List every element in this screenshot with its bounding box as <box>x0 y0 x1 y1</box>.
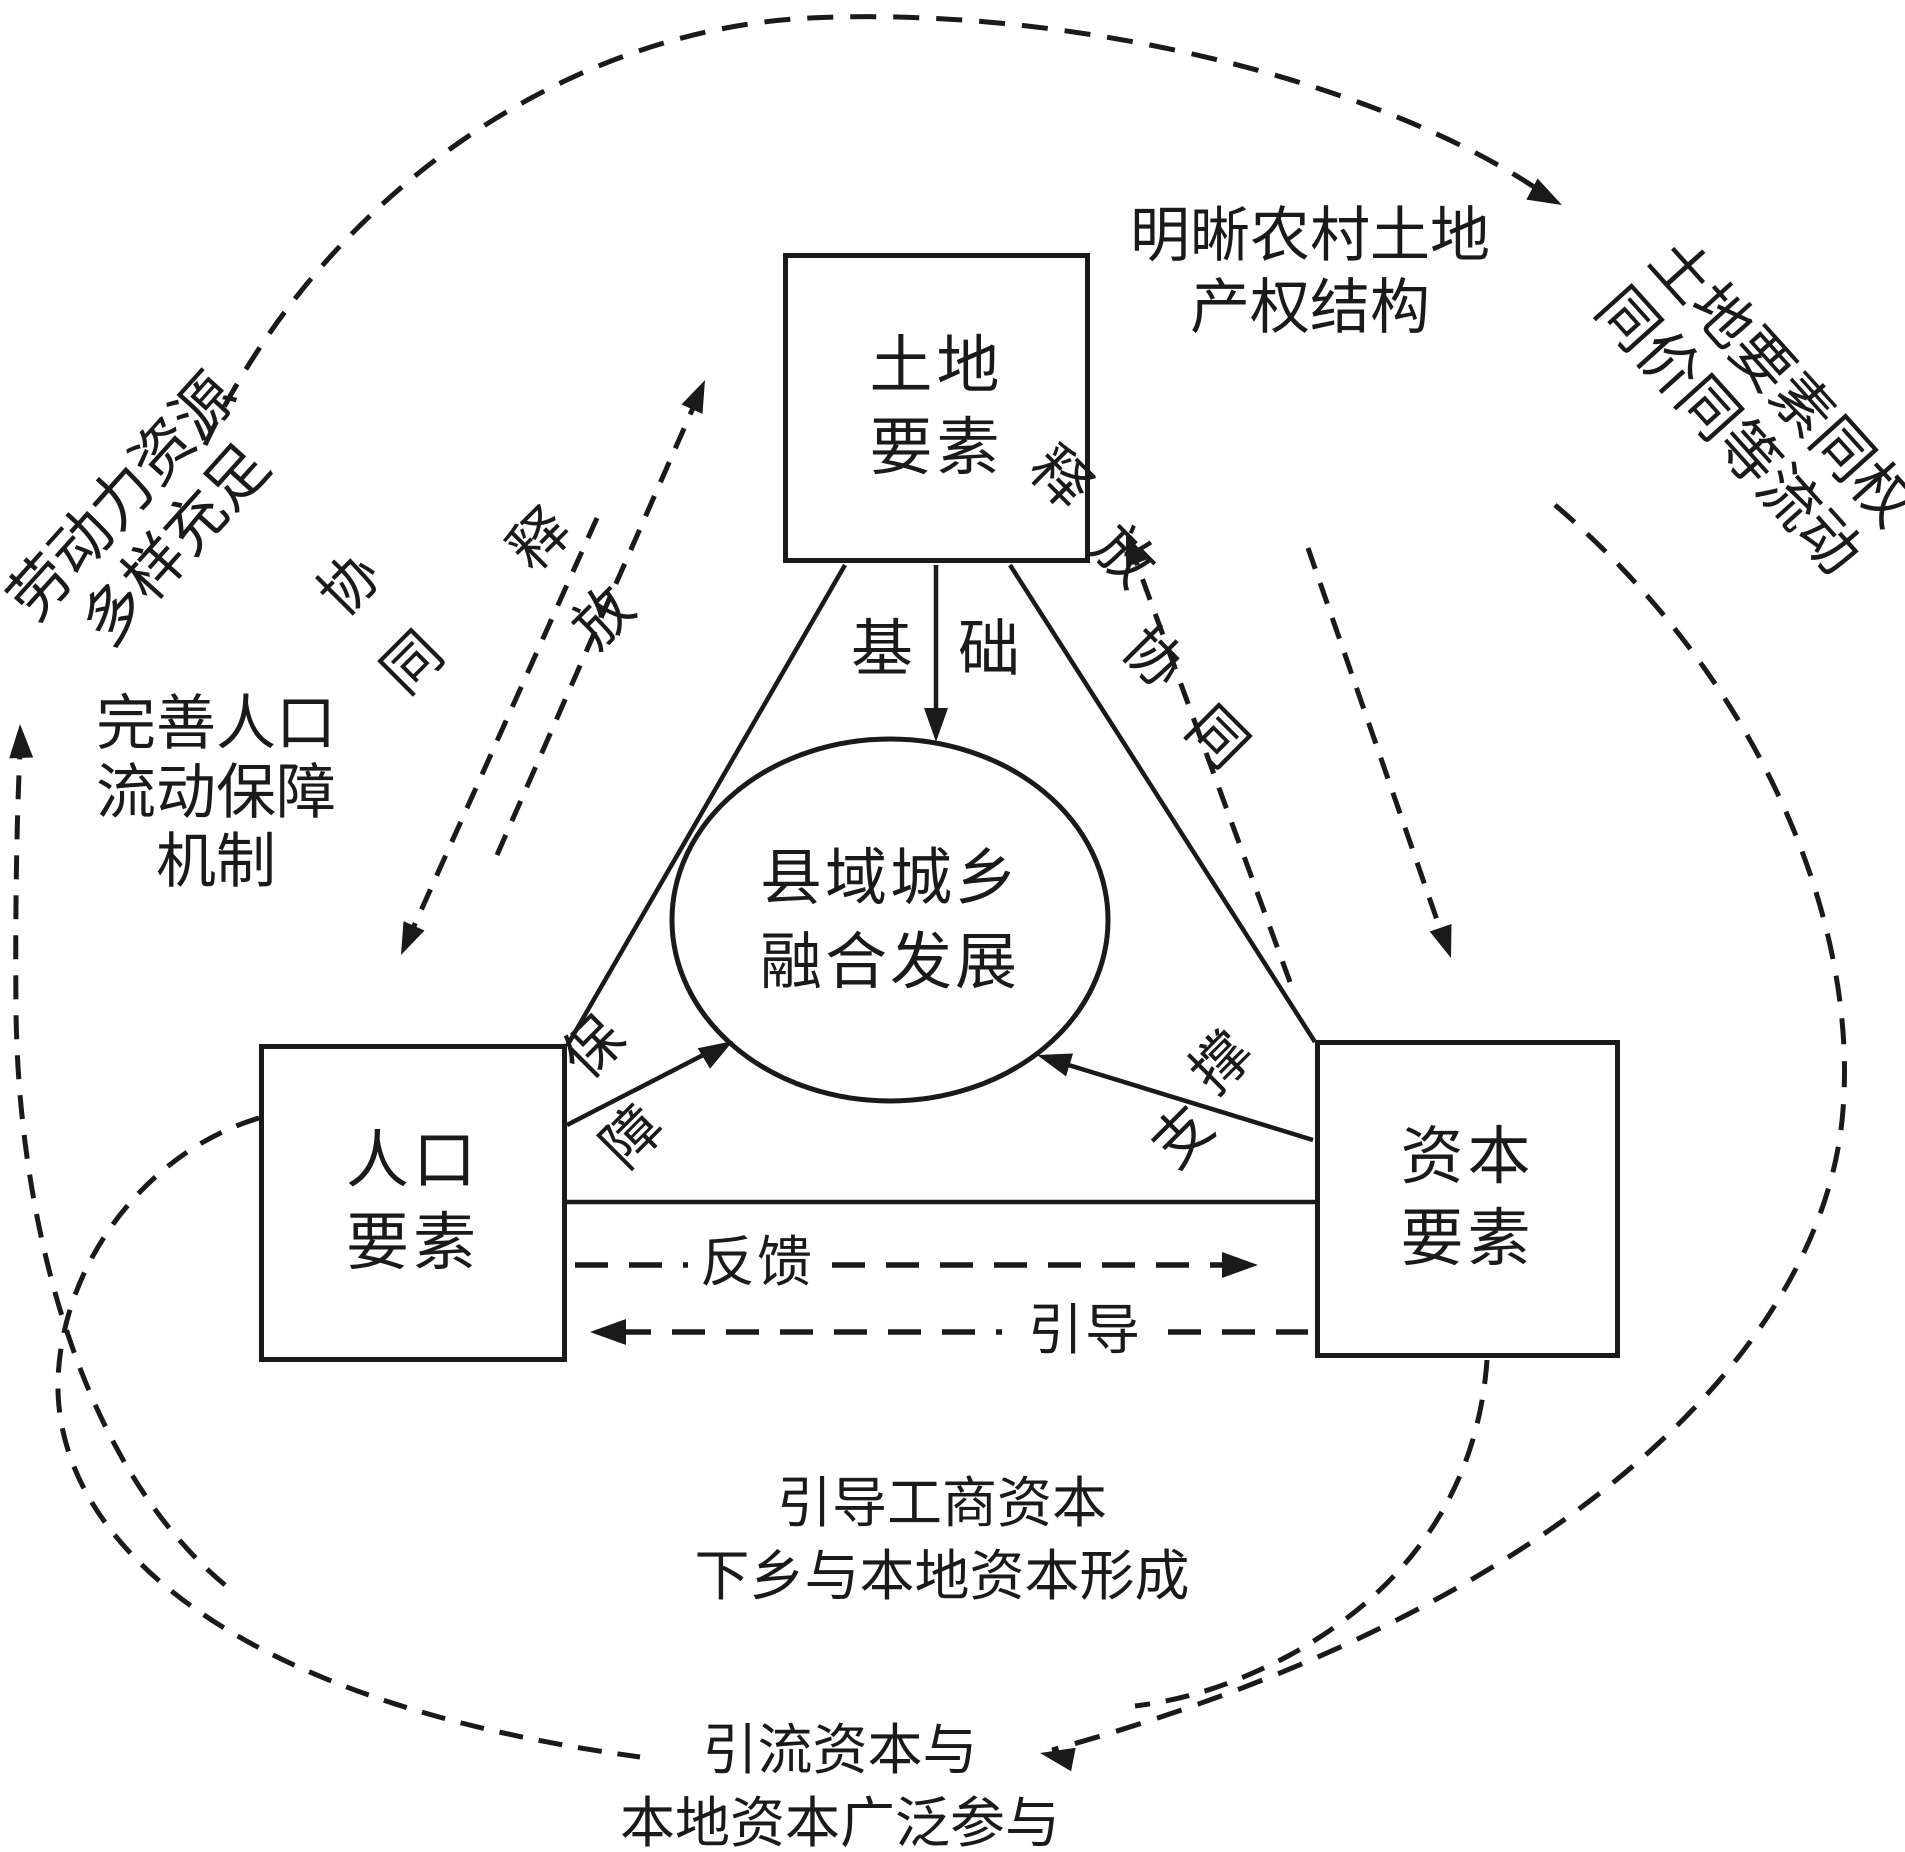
node-land-element: 土地 要素 <box>783 253 1090 563</box>
node-capital-label-line2: 要素 <box>1400 1204 1535 1274</box>
annotation-capital-guide-line1: 引导工商资本 <box>776 1473 1107 1534</box>
node-population-label-line1: 人口 <box>346 1126 480 1197</box>
center-ellipse <box>669 736 1111 1104</box>
annotation-population-mechanism-line3: 机制 <box>156 829 276 895</box>
node-capital-element: 资本 要素 <box>1315 1040 1620 1358</box>
outer-arc-right-arrowhead <box>1040 1747 1076 1772</box>
edge-label-feedback: 反馈 <box>700 1232 815 1293</box>
node-land-label-line2: 要素 <box>869 413 1004 483</box>
annotation-capital-participation: 引流资本与 本地资本广泛参与 <box>560 1715 1120 1852</box>
release-right-dashed-line <box>1127 544 1293 983</box>
annotation-population-mechanism-line1: 完善人口 <box>96 691 336 757</box>
center-ellipse-label: 县域城乡 融合发展 <box>640 838 1140 1005</box>
edge-label-foundation-char2: 础 <box>958 616 1023 684</box>
node-land-label-line1: 土地 <box>869 331 1004 402</box>
node-population-element: 人口 要素 <box>259 1044 567 1362</box>
edge-label-guide: 引导 <box>1028 1300 1143 1361</box>
annotation-capital-participation-line2: 本地资本广泛参与 <box>619 1792 1060 1852</box>
synergy-left-arrowhead <box>401 921 425 955</box>
guide-arrowhead <box>590 1319 626 1345</box>
node-capital-label-line1: 资本 <box>1400 1122 1535 1193</box>
node-population-label-line2: 要素 <box>346 1208 480 1278</box>
annotation-population-mechanism-line2: 流动保障 <box>96 760 336 826</box>
annotation-land-property-line1: 明晰农村土地 <box>1130 203 1490 269</box>
synergy-right-arrowhead <box>1429 923 1452 958</box>
annotation-capital-guide-line2: 下乡与本地资本形成 <box>694 1545 1190 1607</box>
triangle-left-side <box>565 563 847 1048</box>
annotation-population-mechanism: 完善人口 流动保障 机制 <box>86 690 346 897</box>
support-arrow-shaft <box>1061 1060 1314 1143</box>
outer-arc-right <box>1051 503 1847 1753</box>
annotation-land-property: 明晰农村土地 产权结构 <box>1100 200 1520 344</box>
annotation-capital-participation-line1: 引流资本与 <box>702 1720 978 1781</box>
annotation-capital-guide: 引导工商资本 下乡与本地资本形成 <box>662 1468 1222 1613</box>
guarantee-arrowhead <box>697 1041 733 1069</box>
triangle-right-side <box>1008 563 1317 1044</box>
outer-arc-left-up <box>13 733 227 1587</box>
synergy-right-dashed-line <box>1305 547 1449 947</box>
feedback-arrowhead <box>1222 1252 1258 1278</box>
center-label-line1: 县域城乡 <box>759 845 1020 913</box>
outer-arc-top <box>202 14 1552 447</box>
center-label-line2: 融合发展 <box>759 928 1020 997</box>
synergy-left-dashed-line <box>403 516 600 946</box>
support-arrowhead <box>1037 1053 1074 1077</box>
outer-arc-top-arrowhead <box>1526 178 1562 205</box>
population-down-dashed-curve <box>55 1115 641 1760</box>
foundation-arrowhead <box>924 708 948 742</box>
outer-arc-left-up-arrowhead <box>9 724 34 759</box>
edge-label-foundation-char1: 基 <box>851 616 916 684</box>
annotation-land-property-line2: 产权结构 <box>1190 275 1430 341</box>
capital-down-dashed-curve <box>1134 1359 1490 1709</box>
release-left-arrowhead <box>681 380 705 414</box>
release-left-dashed-line <box>494 390 703 857</box>
release-right-arrowhead <box>1126 533 1148 568</box>
guarantee-arrow-shaft <box>565 1049 711 1128</box>
